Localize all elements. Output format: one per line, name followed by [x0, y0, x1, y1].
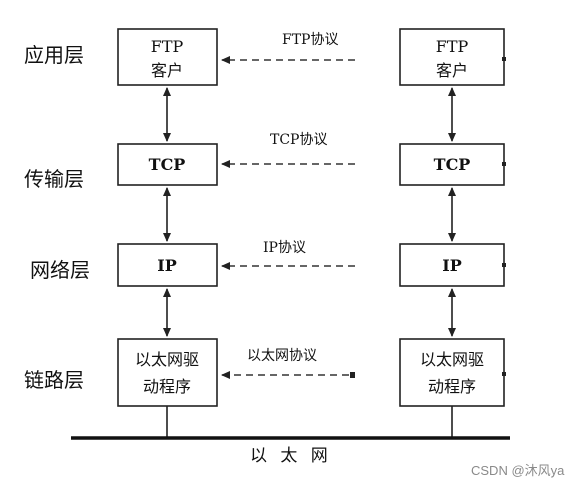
right-tcp-box — [399, 143, 505, 186]
left-link-label-2: 动程序 — [143, 377, 191, 396]
left-host-stack: FTP 客户 TCP IP 以太网驱 动程序 — [117, 28, 218, 437]
left-link-label-1: 以太网驱 — [135, 350, 199, 369]
left-app-label-2: 客户 — [151, 61, 183, 80]
layer-label-transport: 传输层 — [24, 167, 84, 191]
right-tcp-label: TCP — [434, 155, 471, 174]
right-ip-edge-mark — [502, 263, 506, 267]
right-host-stack: FTP 客户 TCP IP 以太网驱 动程序 — [399, 28, 506, 437]
peer-protocols: FTP协议 TCP协议 IP协议 以太网协议 — [221, 32, 355, 379]
right-link-label-2: 动程序 — [428, 377, 476, 396]
protocol-label-ip: IP协议 — [263, 240, 306, 256]
layer-label-application: 应用层 — [24, 43, 84, 67]
right-ip-label: IP — [442, 256, 462, 275]
right-link-edge-mark — [502, 372, 506, 376]
dashed-line-ethernet-end — [350, 372, 355, 378]
left-tcp-label: TCP — [149, 155, 186, 174]
right-app-label-2: 客户 — [436, 61, 468, 80]
right-app-label-1: FTP — [436, 37, 469, 56]
left-app-label-1: FTP — [151, 37, 184, 56]
left-ip-box — [117, 243, 218, 287]
protocol-label-tcp: TCP协议 — [270, 132, 327, 148]
right-app-edge-mark — [502, 57, 506, 61]
protocol-label-ftp: FTP协议 — [282, 32, 338, 48]
layer-label-link: 链路层 — [24, 368, 84, 392]
left-app-box — [117, 28, 218, 86]
layer-label-network: 网络层 — [30, 258, 90, 282]
right-link-label-1: 以太网驱 — [420, 350, 484, 369]
protocol-label-ethernet: 以太网协议 — [247, 348, 317, 364]
watermark: CSDN @沐风ya — [471, 463, 565, 478]
left-tcp-box — [117, 143, 218, 186]
ethernet-label: 以 太 网 — [250, 446, 332, 466]
left-link-box — [117, 338, 218, 407]
right-tcp-edge-mark — [502, 162, 506, 166]
left-ip-label: IP — [157, 256, 177, 275]
